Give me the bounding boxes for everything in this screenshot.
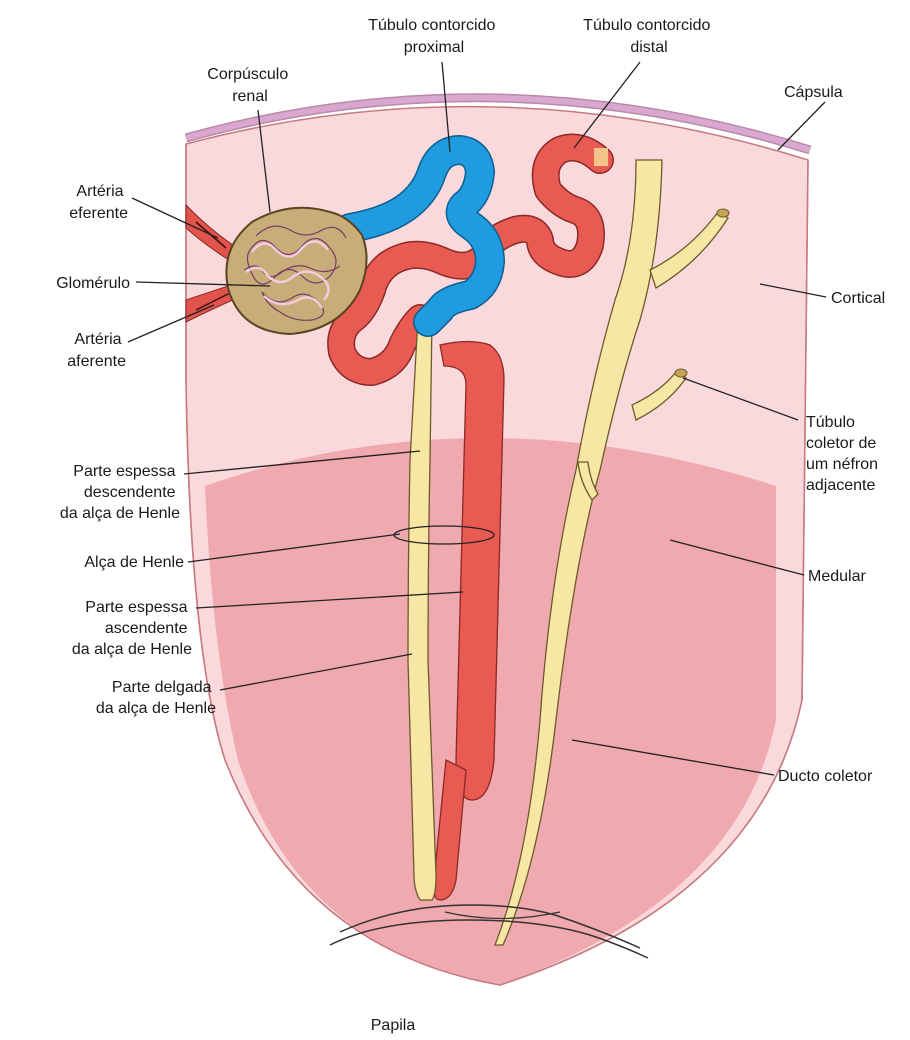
- label-efferent-artery: Artéria eferente: [69, 183, 128, 222]
- label-capsule: Cápsula: [784, 84, 843, 101]
- label-medulla: Medular: [808, 568, 866, 585]
- label-proximal-tubule: Túbulo contorcido proximal: [368, 17, 500, 56]
- label-adjacent-collecting-tubule: Túbulo coletor de um néfron adjacente: [806, 414, 883, 494]
- label-afferent-artery: Artéria aferente: [67, 331, 126, 370]
- label-cortex: Cortical: [831, 290, 885, 307]
- label-thin-limb: Parte delgada da alça de Henle: [96, 679, 216, 717]
- label-glomerulus: Glomérulo: [56, 275, 130, 292]
- label-distal-tubule: Túbulo contorcido distal: [583, 17, 715, 56]
- label-renal-corpuscle: Corpúsculo renal: [207, 66, 292, 105]
- label-thick-ascending-limb: Parte espessa ascendente da alça de Henl…: [72, 599, 192, 658]
- label-thick-descending-limb: Parte espessa descendente da alça de Hen…: [60, 463, 180, 522]
- label-loop-of-henle: Alça de Henle: [84, 554, 184, 571]
- label-papilla: Papila: [371, 1017, 416, 1034]
- label-collecting-duct: Ducto coletor: [778, 768, 873, 785]
